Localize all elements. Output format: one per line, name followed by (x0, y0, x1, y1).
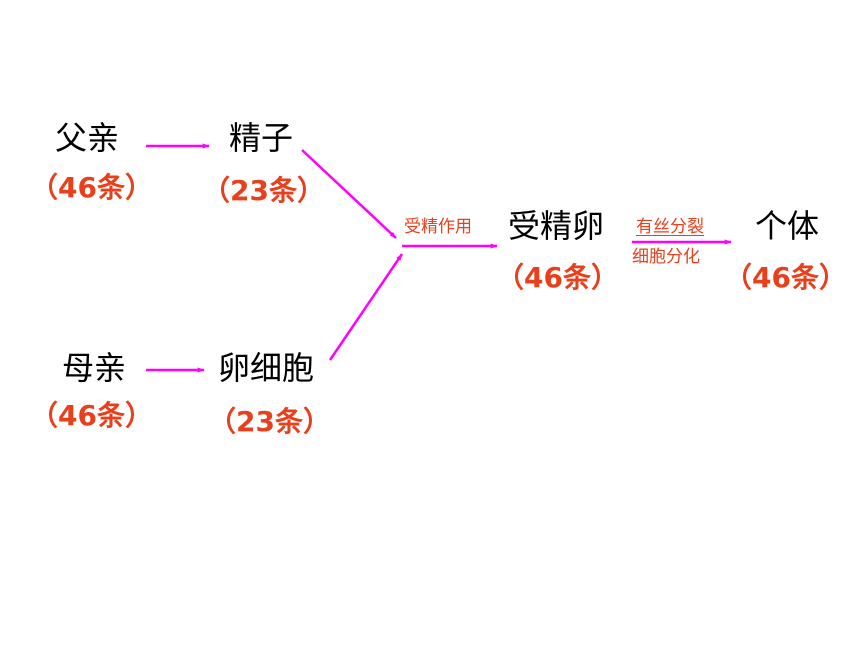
node-father-label: 父亲 (55, 119, 120, 157)
node-egg-label: 卵细胞 (218, 349, 315, 387)
node-egg-count: （23条） (208, 405, 331, 438)
node-sperm-count: （23条） (202, 174, 325, 207)
node-zygote-count: （46条） (496, 261, 619, 294)
node-zygote-label: 受精卵 (508, 207, 605, 245)
node-father-count: （46条） (30, 171, 153, 204)
node-individual-label: 个体 (755, 207, 820, 245)
node-individual-count: （46条） (724, 261, 847, 294)
edge-differentiation-label: 细胞分化 (632, 247, 700, 267)
node-mother-count: （46条） (30, 399, 153, 432)
node-sperm-label: 精子 (229, 119, 294, 157)
node-mother-label: 母亲 (62, 349, 127, 387)
edge-mitosis-label: 有丝分裂 (636, 217, 704, 237)
arrow-egg-to-zygote (328, 253, 404, 361)
arrow-sperm-to-zygote (301, 149, 397, 239)
edge-fertilization-label: 受精作用 (404, 217, 472, 237)
